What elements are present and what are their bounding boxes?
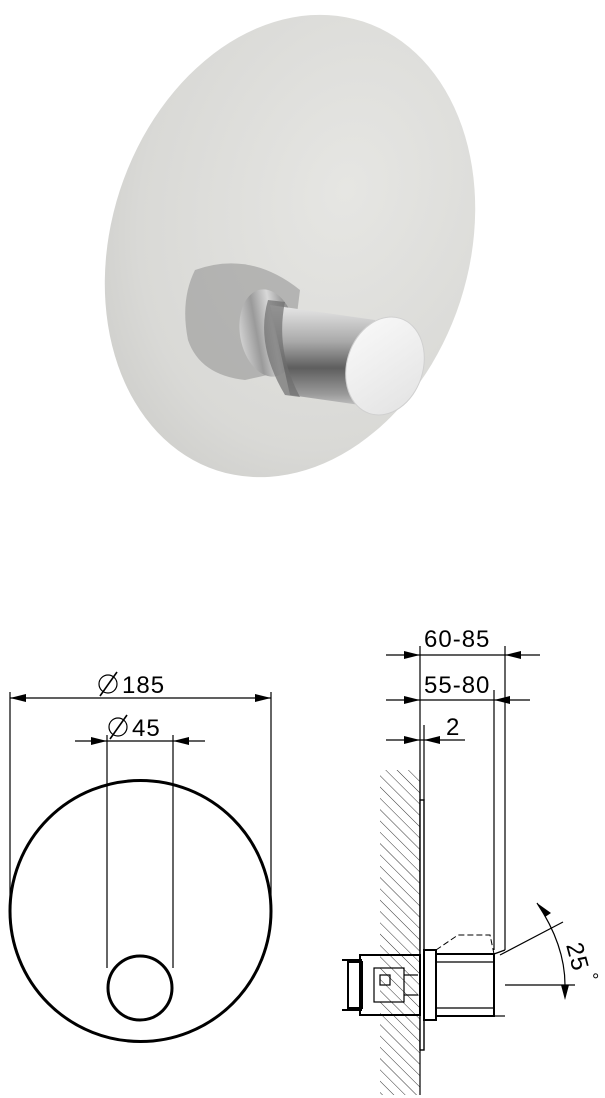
degree-symbol: ° [581,971,602,984]
outer-diameter-label: 185 [122,672,165,699]
front-handle-outline [106,954,174,1022]
valve-body [342,954,421,1016]
overall-depth-label: 60-85 [424,626,490,653]
dimension-outer-diameter: 185 [9,671,272,900]
side-view: 60-85 55-80 2 [342,626,603,1095]
handle-cap [345,316,425,416]
body-depth-label: 55-80 [424,672,490,699]
side-cover-plate [419,799,425,1051]
side-handle [423,934,506,1021]
rotation-angle-label: 25 [560,940,594,975]
dimension-handle-diameter: 45 [75,714,205,968]
wall-section [380,770,420,1095]
dimension-plate-thickness: 2 [386,714,465,800]
dimension-overall-depth: 60-85 [386,626,540,950]
rotation-angle-dimension: 25 ° [499,902,603,1000]
product-render [104,14,476,478]
handle-knob [264,300,425,416]
cover-plate [104,14,476,478]
diameter-icon [108,714,128,740]
dimension-body-depth: 55-80 [386,672,530,950]
diameter-icon [98,671,118,697]
handle-diameter-label: 45 [132,715,161,742]
plate-thickness-label: 2 [446,714,460,741]
front-plate-outline [8,779,273,1043]
front-view: 185 45 [8,671,273,1043]
